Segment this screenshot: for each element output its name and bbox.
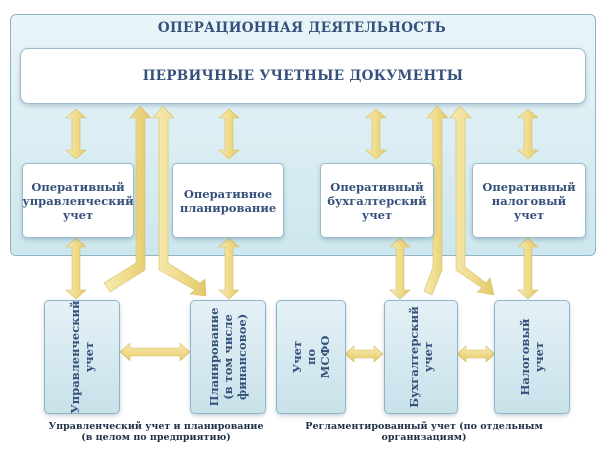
primary-documents-label: ПЕРВИЧНЫЕ УЧЕТНЫЕ ДОКУМЕНТЫ xyxy=(142,68,464,84)
box-ifrs-accounting: Учет по МСФО xyxy=(276,300,346,414)
box-accounting: Бухгалтерский учет xyxy=(384,300,458,414)
caption-regulated-accounting: Регламентированный учет (по отдельным ор… xyxy=(305,421,543,443)
arrow-oper-accounting-accounting xyxy=(389,237,411,300)
arrow-oper-mgmt-mgmt xyxy=(65,237,87,300)
arrow-accounting-to-docs xyxy=(423,105,449,296)
arrow-oper-tax-tax xyxy=(517,237,539,300)
box-label: Управленческий учет xyxy=(68,300,96,414)
arrow-tax-to-docs xyxy=(449,105,495,296)
arrow-mgmt-to-docs xyxy=(103,105,152,293)
box-label: Учет по МСФО xyxy=(290,335,332,379)
box-label: Оперативное планирование xyxy=(179,186,277,215)
arrow-docs-oper-planning xyxy=(218,108,240,160)
box-label: Оперативный налоговый учет xyxy=(482,179,576,222)
arrow-docs-oper-tax xyxy=(517,108,539,160)
arrow-mgmt-planning xyxy=(119,342,191,362)
arrow-oper-planning-planning xyxy=(218,237,240,300)
box-label: Оперативный бухгалтерский учет xyxy=(327,179,427,222)
box-label: Оперативный управленческий учет xyxy=(22,179,134,222)
arrow-docs-oper-accounting xyxy=(365,108,387,160)
arrow-docs-oper-mgmt xyxy=(65,108,87,160)
box-label: Налоговый учет xyxy=(518,318,546,396)
primary-documents-box: ПЕРВИЧНЫЕ УЧЕТНЫЕ ДОКУМЕНТЫ xyxy=(20,48,586,104)
arrow-planning-to-docs xyxy=(152,105,207,297)
box-operational-accounting: Оперативный бухгалтерский учет xyxy=(320,163,434,238)
arrow-accounting-tax xyxy=(456,345,496,363)
box-operational-tax-accounting: Оперативный налоговый учет xyxy=(472,163,586,238)
box-tax-accounting: Налоговый учет xyxy=(494,300,570,414)
box-label: Планирование (в том числе финансовое) xyxy=(207,307,249,407)
caption-management-planning: Управленческий учет и планирование (в це… xyxy=(48,421,264,443)
box-management-accounting: Управленческий учет xyxy=(44,300,120,414)
box-label: Бухгалтерский учет xyxy=(407,306,435,408)
box-operational-planning: Оперативное планирование xyxy=(172,163,284,238)
arrow-ifrs-accounting xyxy=(344,345,384,363)
box-planning: Планирование (в том числе финансовое) xyxy=(190,300,266,414)
box-operational-management-accounting: Оперативный управленческий учет xyxy=(22,163,134,238)
operational-activity-title: ОПЕРАЦИОННАЯ ДЕЯТЕЛЬНОСТЬ xyxy=(157,20,447,36)
